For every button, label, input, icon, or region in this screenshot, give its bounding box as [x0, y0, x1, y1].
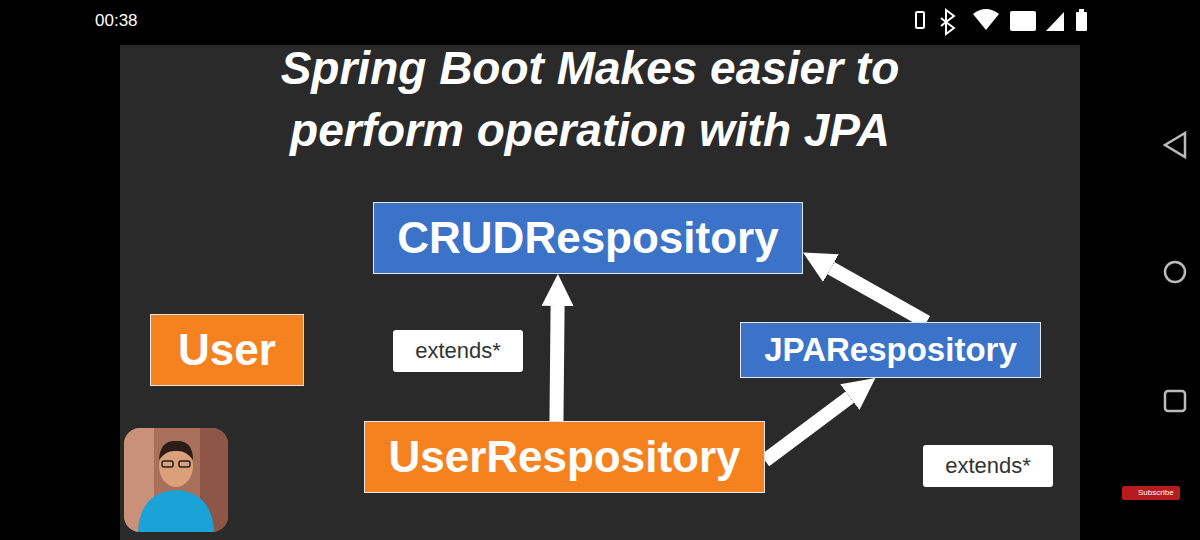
extends-arrow — [765, 397, 850, 460]
shirt — [138, 490, 214, 532]
extends-arrow — [831, 268, 927, 322]
battery-icon — [1076, 12, 1087, 31]
status-time: 00:38 — [95, 11, 138, 31]
extends-arrow — [556, 306, 557, 421]
entity-box: User — [150, 314, 304, 386]
edge-label: extends* — [945, 453, 1031, 479]
edge-label: extends* — [415, 338, 501, 364]
subscribe-watermark: Subscribe — [1138, 488, 1174, 497]
slide-title: Spring Boot Makes easier to perform oper… — [210, 37, 970, 161]
glasses — [179, 461, 190, 467]
vibrate-icon — [916, 12, 924, 28]
signal-icon — [1046, 12, 1064, 31]
thumbnail-ground — [124, 428, 228, 532]
battery-tip — [1079, 9, 1084, 13]
node-label: CRUDRespository — [397, 214, 778, 262]
node-label: JPARespository — [764, 332, 1016, 368]
node-label: UserRespository — [388, 433, 740, 481]
home-button — [1165, 262, 1185, 282]
interface-box: CRUDRespository — [373, 202, 803, 274]
lte-icon — [1010, 11, 1036, 31]
presenter-thumbnail — [124, 428, 228, 532]
edge-label-box: extends* — [923, 445, 1053, 487]
subscribe-badge — [1122, 486, 1180, 500]
repository-box: UserRespository — [364, 421, 765, 493]
edge-label-box: extends* — [393, 330, 523, 372]
recents-button — [1165, 391, 1185, 411]
node-label: User — [178, 326, 276, 374]
wifi-icon — [973, 9, 999, 30]
interface-box: JPARespository — [740, 322, 1041, 378]
glasses — [162, 461, 173, 467]
back-button — [1165, 133, 1185, 157]
hair — [159, 441, 193, 460]
status-icons — [916, 9, 1087, 34]
bluetooth-icon — [941, 10, 954, 34]
